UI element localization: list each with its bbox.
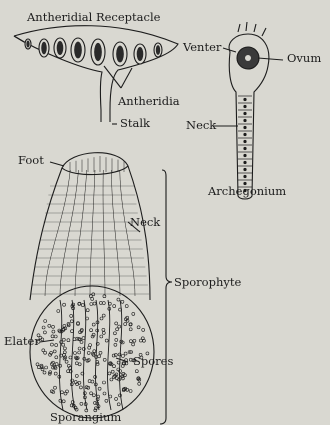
stalk — [101, 110, 110, 122]
spores-cluster — [36, 293, 149, 412]
sporophyte-bracket — [160, 170, 172, 424]
archegonium-neck-cells — [238, 96, 252, 192]
label-sporangium: Sporangium — [50, 412, 121, 424]
label-antheridial-receptacle: Antheridial Receptacle — [27, 12, 160, 24]
antheridium — [25, 39, 31, 49]
antheridia-group — [25, 38, 162, 66]
label-stalk: Stalk — [120, 118, 150, 130]
antheridium — [134, 44, 146, 64]
label-foot: Foot — [18, 155, 44, 167]
sporophyte — [30, 153, 172, 424]
label-elater: Elater — [4, 336, 40, 348]
antheridium — [54, 38, 66, 58]
archegonium — [229, 22, 269, 199]
label-sporophyte: Sporophyte — [174, 277, 241, 289]
label-neck-archegonium: Neck — [186, 120, 216, 132]
antheridium — [154, 43, 162, 57]
label-archegonium: Archegonium — [208, 186, 286, 198]
antheridium — [39, 39, 49, 57]
antheridium — [71, 38, 85, 62]
antheridium — [113, 42, 127, 66]
label-antheridia: Antheridia — [118, 96, 180, 108]
label-spores: Spores — [133, 356, 173, 368]
label-ovum: Ovum — [287, 53, 321, 65]
antheridium — [91, 39, 105, 65]
label-venter: Venter — [183, 42, 221, 54]
label-neck-sporophyte: Neck — [130, 217, 160, 229]
sporangium-capsule — [30, 286, 154, 418]
